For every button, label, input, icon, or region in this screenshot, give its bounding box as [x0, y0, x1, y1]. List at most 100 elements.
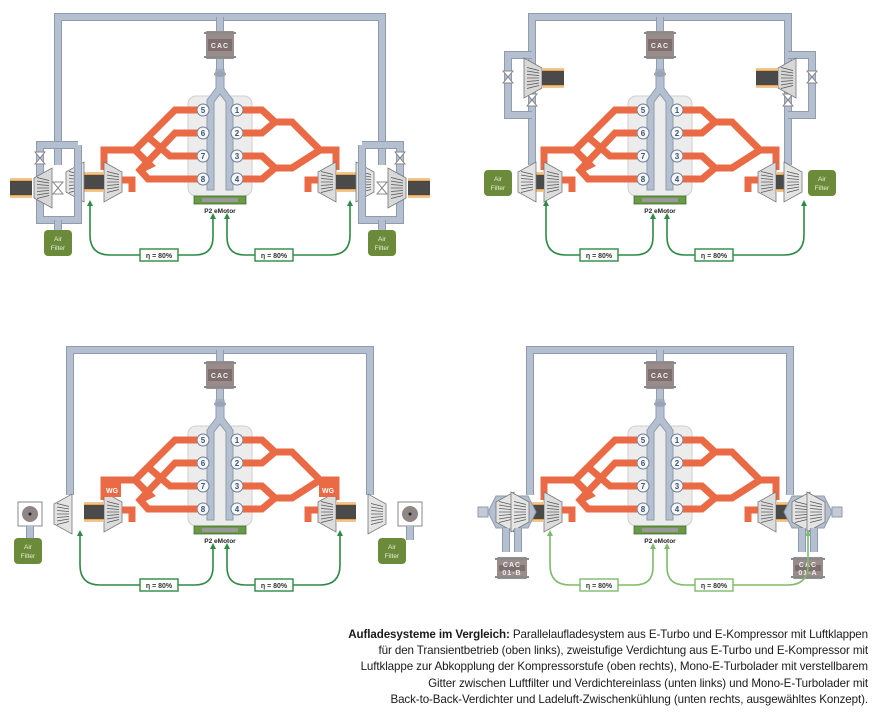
- cylinder-number: 1: [675, 436, 680, 445]
- arrow-head: [77, 530, 83, 536]
- air-flap-left: [51, 181, 65, 195]
- motor-shaft: [336, 505, 356, 519]
- wheel-blade: [809, 504, 823, 508]
- air-filter-label: Filter: [51, 245, 66, 252]
- p2-emotor-label: P2 eMotor: [204, 538, 236, 545]
- cylinder-number: 6: [201, 129, 206, 138]
- wheel-blade: [760, 519, 774, 523]
- p2-emotor-label: P2 eMotor: [644, 208, 676, 215]
- wheel-blade: [760, 504, 774, 508]
- motor-shaft: [84, 505, 104, 519]
- motor-stripe: [524, 520, 544, 522]
- wheel-blade: [786, 178, 800, 180]
- wheel-blade: [520, 186, 534, 190]
- motor-stripe: [776, 502, 796, 504]
- wheel-blade: [520, 184, 534, 186]
- wheel-blade: [546, 174, 560, 178]
- wheel-blade: [36, 184, 50, 186]
- wheel-blade: [760, 508, 774, 510]
- cac-label: CAC: [211, 373, 229, 380]
- wheel-blade: [498, 519, 512, 523]
- cylinder-number: 4: [235, 505, 240, 514]
- efficiency-arrow-right: [226, 218, 255, 256]
- cac-flange: [495, 576, 529, 578]
- arrow-head: [801, 200, 807, 206]
- motor-stripe: [336, 502, 356, 504]
- efficiency-arrow-right: [666, 218, 695, 256]
- efficiency-arrow-left: [618, 218, 654, 256]
- wheel-blade: [370, 518, 384, 522]
- air-flap-right: [393, 151, 407, 165]
- cac-flange: [791, 576, 825, 578]
- wheel-blade: [546, 178, 560, 180]
- efficiency-arrow-right: [293, 205, 351, 256]
- wheel-blade: [760, 171, 774, 175]
- cylinder-number: 6: [641, 129, 646, 138]
- cylinder-number: 8: [641, 175, 646, 184]
- arrow-head: [347, 200, 353, 206]
- wheel-blade: [56, 516, 70, 518]
- wheel-blade: [106, 519, 120, 523]
- variable-grid-hub: [408, 512, 412, 516]
- cac-core: [208, 369, 232, 381]
- wheel-blade: [780, 85, 794, 89]
- wheel-blade: [106, 501, 120, 505]
- efficiency-arrow-left: [89, 205, 140, 256]
- compressor-port: [477, 506, 489, 518]
- cac-flange: [204, 386, 236, 388]
- wheel-blade: [370, 516, 384, 518]
- cylinder-number: 5: [201, 436, 206, 445]
- air-filter-label: Filter: [815, 185, 830, 192]
- cac-label: CAC: [651, 373, 669, 380]
- wheel-blade: [320, 516, 334, 520]
- efficiency-label: η = 80%: [586, 253, 613, 260]
- air-flap-right: [805, 70, 819, 84]
- exhaust-manifold-left: [132, 477, 156, 504]
- arrow-head: [650, 543, 656, 549]
- cylinder-number: 1: [235, 106, 240, 115]
- wheel-blade: [390, 177, 404, 181]
- wheel-blade: [520, 189, 534, 193]
- wheel-blade: [513, 504, 527, 508]
- wheel-blade: [786, 189, 800, 193]
- arrow-head: [664, 213, 670, 219]
- wheel-blade: [760, 178, 774, 180]
- wheel-blade: [546, 171, 560, 175]
- wheel-blade: [36, 190, 50, 192]
- wheel-blade: [320, 504, 334, 508]
- wheel-blade: [106, 184, 120, 186]
- efficiency-box: [254, 248, 294, 262]
- turbine-outlet: [122, 506, 136, 522]
- motor-stripe: [336, 190, 356, 192]
- air-filter: [484, 170, 512, 196]
- wheel-blade: [390, 184, 404, 186]
- exhaust-manifold-right: [275, 147, 322, 172]
- caption-line: Back-to-Back-Verdichter und Ladeluft-Zwi…: [390, 692, 868, 706]
- wheel-blade: [546, 508, 560, 510]
- arrow-head: [224, 543, 230, 549]
- exhaust-manifold-left: [540, 106, 637, 170]
- air-filter: [378, 538, 406, 564]
- figure-caption: Aufladesysteme im Vergleich: Parallelauf…: [308, 627, 868, 708]
- efficiency-arrow-right: [666, 548, 695, 586]
- motor-stripe: [84, 172, 104, 174]
- throttle-valve: [654, 71, 666, 77]
- exhaust-manifold-left: [145, 134, 197, 160]
- exhaust-manifold-left: [572, 147, 596, 174]
- p2-emotor-core: [642, 198, 678, 202]
- wastegate: [103, 483, 121, 497]
- exhaust-manifold-left: [585, 464, 637, 490]
- wheel-blade: [320, 514, 334, 516]
- wheel-blade: [794, 504, 808, 508]
- cac-flange: [644, 56, 676, 58]
- wheel-blade: [780, 70, 794, 74]
- cac-label: 01-B: [502, 570, 521, 577]
- efficiency-arrow-left: [545, 205, 580, 256]
- cylinder-number: 6: [201, 459, 206, 468]
- wheel-blade: [513, 508, 527, 510]
- turbine-outlet: [562, 176, 576, 192]
